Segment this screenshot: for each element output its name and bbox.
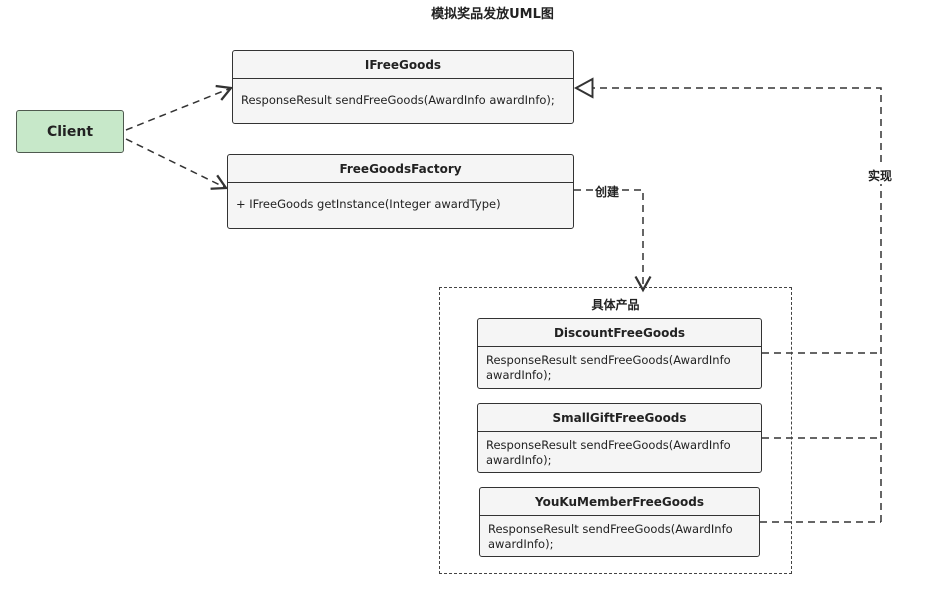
class-method: + IFreeGoods getInstance(Integer awardTy… xyxy=(236,197,501,211)
class-smallgiftfreegoods[interactable]: SmallGiftFreeGoods ResponseResult sendFr… xyxy=(477,403,762,473)
class-discountfreegoods[interactable]: DiscountFreeGoods ResponseResult sendFre… xyxy=(477,318,762,389)
client-label: Client xyxy=(46,123,94,140)
class-name: DiscountFreeGoods xyxy=(478,319,761,347)
class-method-line: awardInfo); xyxy=(488,537,554,551)
class-method-line: awardInfo); xyxy=(486,368,552,382)
class-method-line: ResponseResult sendFreeGoods(AwardInfo xyxy=(488,522,733,536)
class-method-line: awardInfo); xyxy=(486,453,552,467)
class-method-line: ResponseResult sendFreeGoods(AwardInfo xyxy=(486,353,731,367)
edge-factory-creates-products xyxy=(574,189,652,293)
client-node[interactable]: Client xyxy=(16,110,124,153)
class-method: ResponseResult sendFreeGoods(AwardInfo a… xyxy=(241,93,555,107)
class-name: SmallGiftFreeGoods xyxy=(478,404,761,432)
diagram-title: 模拟奖品发放UML图 xyxy=(431,7,554,22)
class-ifreegoods[interactable]: IFreeGoods ResponseResult sendFreeGoods(… xyxy=(232,50,574,124)
package-concrete-products xyxy=(439,287,792,574)
create-label: 创建 xyxy=(593,183,622,200)
edge-client-to-factory xyxy=(125,138,229,190)
edge-implement-trunk xyxy=(576,88,882,522)
class-youkumemberfreegoods[interactable]: YouKuMemberFreeGoods ResponseResult send… xyxy=(479,487,760,557)
package-label: 具体产品 xyxy=(591,298,640,312)
edge-client-to-ifreegoods xyxy=(125,84,234,131)
class-name: IFreeGoods xyxy=(233,51,573,79)
class-name: YouKuMemberFreeGoods xyxy=(480,488,759,516)
class-freegoodsfactory[interactable]: FreeGoodsFactory + IFreeGoods getInstanc… xyxy=(227,154,574,229)
implement-label: 实现 xyxy=(866,167,895,184)
class-name: FreeGoodsFactory xyxy=(228,155,573,183)
class-method-line: ResponseResult sendFreeGoods(AwardInfo xyxy=(486,438,731,452)
